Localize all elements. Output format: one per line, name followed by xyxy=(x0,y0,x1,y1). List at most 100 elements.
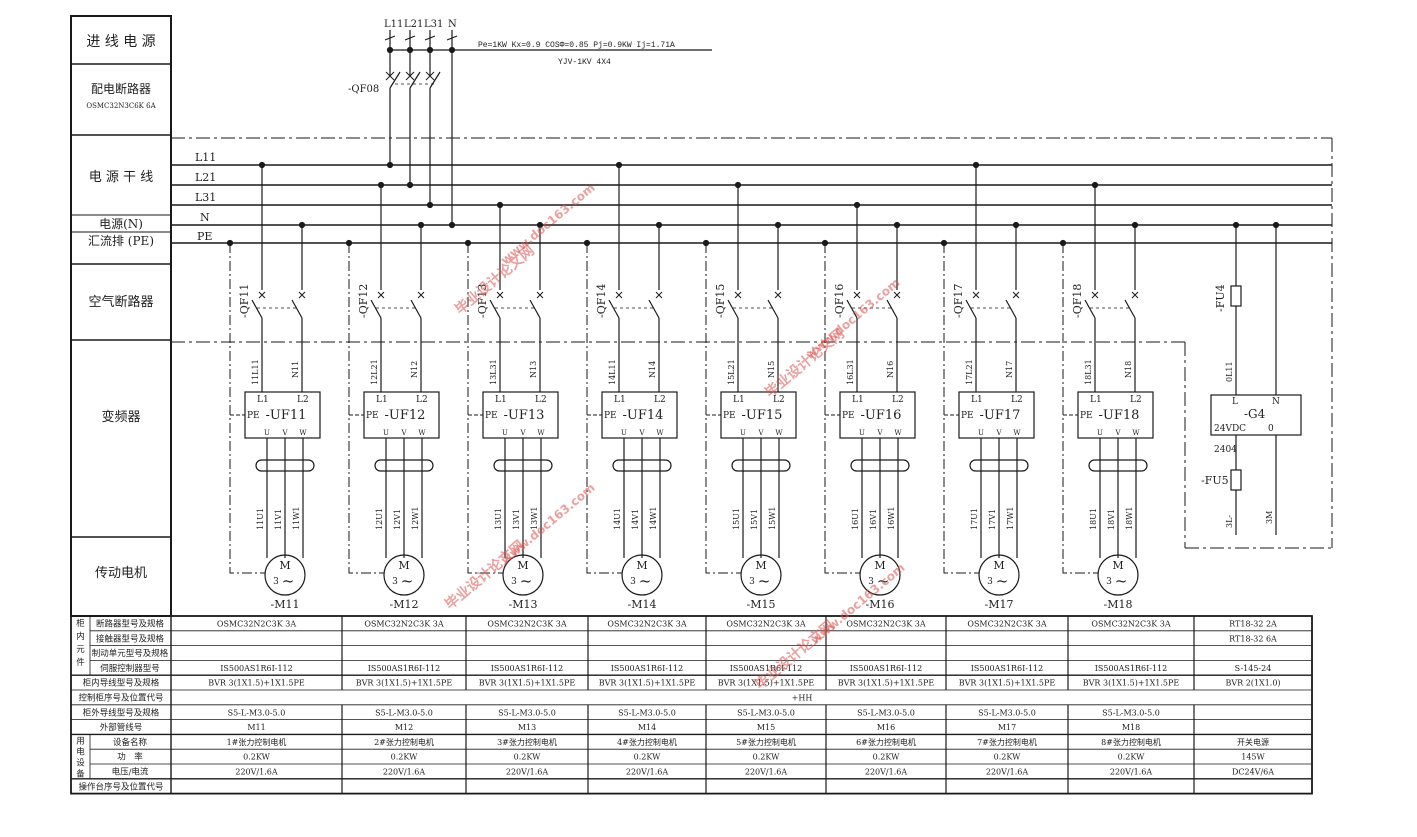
inverter-tag: -UF13 xyxy=(504,408,545,423)
table-cell-pipe: M18 xyxy=(1122,723,1140,732)
inverter-pin-w: W xyxy=(1013,429,1021,437)
wire-n-label: N15 xyxy=(767,361,776,378)
table-device-char: 设 xyxy=(76,757,85,768)
fuse-fu5-icon xyxy=(1230,469,1242,491)
inverter-pin-l1: L1 xyxy=(495,395,507,405)
motor-tag: -M12 xyxy=(390,598,419,611)
inverter-pin-l2: L2 xyxy=(654,395,666,405)
motor-letter: M xyxy=(517,559,528,572)
table-row-label: 功 率 xyxy=(117,752,143,763)
wire-l-label: 12L21 xyxy=(370,359,379,385)
table-cell-power: 0.2KW xyxy=(994,753,1021,762)
table-cell-power: 0.2KW xyxy=(243,753,270,762)
inverter-pin-pe: PE xyxy=(961,411,974,421)
inverter-pin-w: W xyxy=(418,429,426,437)
fuse-fu4-icon xyxy=(1230,285,1242,307)
inverter-pin-l1: L1 xyxy=(852,395,864,405)
wire-v-label: 17V1 xyxy=(988,509,997,530)
psu-out-24vdc: 24VDC xyxy=(1214,424,1246,434)
motor-ac-icon: ~ xyxy=(1115,572,1128,590)
motor-letter: M xyxy=(398,559,409,572)
table-group-char: 元 xyxy=(76,645,85,655)
wire-v-label: 15V1 xyxy=(750,509,759,530)
wire-n-label: N17 xyxy=(1005,361,1014,378)
table-cell-outer_wire: S5-L-M3.0-5.0 xyxy=(498,708,556,717)
table-cell-outer_wire: S5-L-M3.0-5.0 xyxy=(857,708,915,717)
label-inverter: 变频器 xyxy=(101,409,140,425)
inverter-pin-w: W xyxy=(894,429,902,437)
wire-n-label: N18 xyxy=(1124,361,1133,378)
table-cell-volt: 220V/1.6A xyxy=(506,768,548,777)
table-cell-pipe: M12 xyxy=(395,723,413,732)
table-row-label: 外部管线号 xyxy=(100,722,143,733)
motor-tag: -M16 xyxy=(866,598,895,611)
motor-tag: -M11 xyxy=(271,598,300,611)
inverter-tag: -UF17 xyxy=(980,408,1021,423)
watermark-url-2: www.doc163.com xyxy=(803,275,903,362)
inverter-pin-v: V xyxy=(400,429,407,437)
table-cell-inner_wire: BVR 3(1X1.5)+1X1.5PE xyxy=(1083,679,1180,688)
motor-tag: -M17 xyxy=(985,598,1014,611)
table-cell-outer_wire: S5-L-M3.0-5.0 xyxy=(737,708,795,717)
inverter-pin-u: U xyxy=(859,429,865,437)
table-cell-volt: 220V/1.6A xyxy=(986,768,1028,777)
breaker-label: -QF14 xyxy=(595,284,608,318)
motor-phase: 3 xyxy=(392,577,398,587)
feeder-terminal-l11: L11 xyxy=(384,19,403,30)
motor-phase: 3 xyxy=(749,577,755,587)
bus-label-pe: PE xyxy=(197,230,212,243)
bus-lines xyxy=(171,137,1333,549)
wire-l-label: 16L31 xyxy=(846,359,855,385)
inverter-pin-l1: L1 xyxy=(971,395,983,405)
inverter-pin-pe: PE xyxy=(842,411,855,421)
psu-wire-2404: 2404 xyxy=(1214,445,1237,455)
table-cell-volt: 220V/1.6A xyxy=(745,768,787,777)
table-cell-device: 6#张力控制电机 xyxy=(856,737,916,747)
feeder-cable: YJV-1KV 4X4 xyxy=(558,58,611,67)
table-cell-servo: IS500AS1R6I-112 xyxy=(850,664,923,673)
wire-u-label: 12U1 xyxy=(375,508,384,530)
inverter-pin-l2: L2 xyxy=(773,395,785,405)
inverter-pin-v: V xyxy=(995,429,1002,437)
table-cell-pipe: M16 xyxy=(877,723,895,732)
wire-n-label: N12 xyxy=(410,361,419,378)
wire-w-label: 15W1 xyxy=(768,507,777,531)
inverter-pin-v: V xyxy=(876,429,883,437)
motor-letter: M xyxy=(1112,559,1123,572)
table-cell-device: 4#张力控制电机 xyxy=(617,737,677,747)
table-cell-power: 0.2KW xyxy=(514,753,541,762)
psu-wire-0l11: 0L11 xyxy=(1225,361,1234,382)
table-cell-power: 0.2KW xyxy=(1118,753,1145,762)
wire-l-label: 14L11 xyxy=(608,359,617,385)
bus-label-l21: L21 xyxy=(195,171,216,184)
table-cell-outer_wire: S5-L-M3.0-5.0 xyxy=(375,708,433,717)
wire-w-label: 16W1 xyxy=(887,507,896,531)
wire-n-label: N13 xyxy=(529,361,538,378)
motor-icon xyxy=(502,554,544,596)
table-psu-breaker: RT18-32 2A xyxy=(1229,620,1277,629)
psu-wire-3l: 3L- xyxy=(1225,515,1234,528)
wire-l-label: 17L21 xyxy=(965,359,974,385)
table-psu-servo: S-145-24 xyxy=(1235,664,1272,673)
wire-w-label: 13W1 xyxy=(530,507,539,531)
table-cell-device: 3#张力控制电机 xyxy=(497,737,557,747)
table-cell-breaker: OSMC32N2C3K 3A xyxy=(967,620,1046,629)
table-cell-device: 5#张力控制电机 xyxy=(736,737,796,747)
feeder-terminal-n: N xyxy=(448,19,457,30)
table-cell-breaker: OSMC32N2C3K 3A xyxy=(217,620,296,629)
label-air-breaker: 空气断路器 xyxy=(88,294,153,310)
table-cell-breaker: OSMC32N2C3K 3A xyxy=(487,620,566,629)
table-cell-inner_wire: BVR 3(1X1.5)+1X1.5PE xyxy=(479,679,576,688)
wire-n-label: N11 xyxy=(291,361,300,378)
table-cell-servo: IS500AS1R6I-112 xyxy=(730,664,803,673)
breaker-label: -QF18 xyxy=(1071,284,1084,318)
table-cell-outer_wire: S5-L-M3.0-5.0 xyxy=(1102,708,1160,717)
spec-table: 断路器型号及规格接触器型号及规格制动单元型号及规格伺服控制器型号柜内导线型号及规… xyxy=(70,615,1313,795)
watermark-cn-1: 毕业设计论文网 xyxy=(452,242,538,318)
wire-l-label: 11L11 xyxy=(251,359,260,385)
inverter-pin-l1: L1 xyxy=(614,395,626,405)
table-cell-power: 0.2KW xyxy=(753,753,780,762)
label-incoming-power: 进 线 电 源 xyxy=(86,34,155,50)
inverter-pin-pe: PE xyxy=(366,411,379,421)
